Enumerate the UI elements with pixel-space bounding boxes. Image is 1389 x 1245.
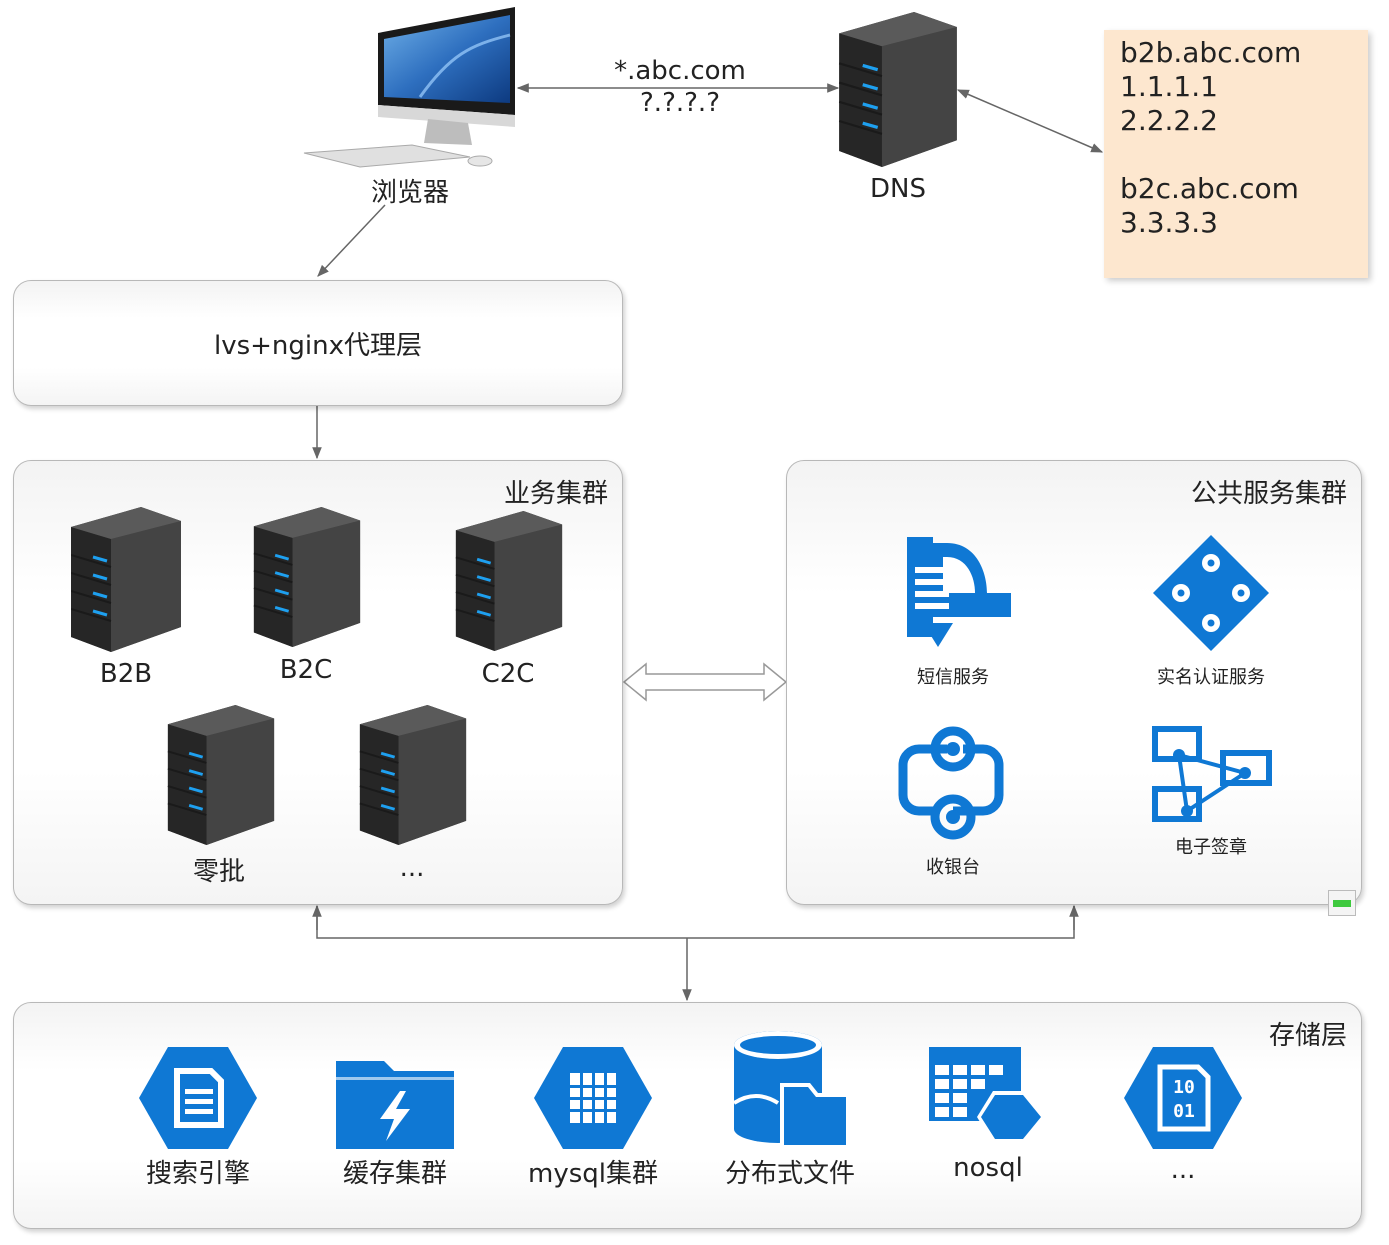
storage-label-cache: 缓存集群: [342, 1159, 447, 1189]
dns-server-icon: [838, 12, 958, 167]
storage-label-mysql: mysql集群: [528, 1159, 658, 1189]
public-cluster-title: 公共服务集群: [1190, 479, 1347, 509]
server-icon: [359, 705, 467, 845]
ip-query-label: ?.?.?.?: [640, 88, 720, 118]
dns-record-line: 1.1.1.1: [1120, 70, 1218, 103]
svg-text:10: 10: [1173, 1077, 1195, 1098]
domain-query-label: *.abc.com: [590, 56, 770, 86]
server-label-c2c: C2C: [481, 659, 535, 689]
server-icon: [71, 507, 181, 652]
status-indicator-icon: [1328, 890, 1356, 916]
proxy-layer-label: lvs+nginx代理层: [213, 331, 422, 361]
cache-cluster-icon: [336, 1061, 454, 1149]
sms-service-icon: [907, 537, 1011, 647]
dns-record-line: 3.3.3.3: [1120, 206, 1218, 239]
dns-record-line: 2.2.2.2: [1120, 104, 1218, 137]
proxy-layer-box: lvs+nginx代理层: [13, 280, 623, 406]
service-label-esign: 电子签章: [1175, 837, 1247, 858]
server-label-b2b: B2B: [99, 659, 153, 689]
search-engine-icon: [139, 1047, 257, 1149]
server-label-b2c: B2C: [279, 655, 333, 685]
cashier-icon: [898, 726, 1004, 840]
storage-label-search: 搜索引擎: [145, 1159, 250, 1189]
browser-label: 浏览器: [370, 178, 449, 208]
dns-record-line: b2c.abc.com: [1120, 172, 1299, 205]
esign-icon: [1152, 726, 1272, 822]
storage-layer-title: 存储层: [1268, 1021, 1347, 1051]
mysql-cluster-icon: [534, 1047, 652, 1149]
server-icon: [455, 511, 563, 651]
business-cluster-title: 业务集群: [503, 479, 608, 509]
server-icon: [167, 705, 275, 845]
binary-file-icon: 10 01: [1124, 1047, 1242, 1149]
dns-label: DNS: [870, 174, 926, 204]
distributed-file-icon: [732, 1031, 850, 1149]
dns-record-line: b2b.abc.com: [1120, 36, 1302, 69]
bidirectional-arrow: [622, 662, 788, 702]
public-cluster-box: 公共服务集群 短信服务 实名认证服务 收银台: [786, 460, 1362, 905]
server-label-retail: 零批: [192, 857, 245, 887]
computer-icon: [303, 7, 515, 168]
dns-record-line: [1104, 138, 1368, 172]
business-cluster-box: 业务集群 B2B B2C C2C 零批 ...: [13, 460, 623, 905]
nosql-icon: [929, 1047, 1045, 1143]
service-label-cashier: 收银台: [926, 857, 980, 878]
server-label-more: ...: [399, 853, 425, 883]
svg-text:01: 01: [1173, 1101, 1195, 1122]
service-label-identity: 实名认证服务: [1157, 667, 1265, 688]
storage-label-more: ...: [1170, 1155, 1196, 1185]
storage-layer-box: 存储层 搜索引擎 缓存集群 mysql集群 分布式文件: [13, 1002, 1362, 1229]
dns-records-note: b2b.abc.com 1.1.1.1 2.2.2.2 b2c.abc.com …: [1104, 30, 1368, 278]
storage-label-dfs: 分布式文件: [724, 1159, 855, 1189]
identity-service-icon: [1153, 535, 1269, 651]
service-label-sms: 短信服务: [917, 667, 989, 688]
server-icon: [253, 507, 361, 647]
storage-label-nosql: nosql: [953, 1153, 1023, 1183]
